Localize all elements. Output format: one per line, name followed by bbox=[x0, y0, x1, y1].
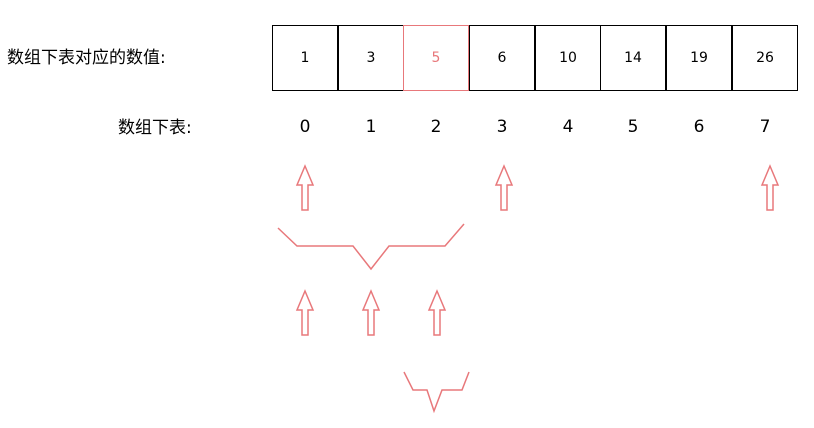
brace-icon bbox=[403, 371, 470, 414]
up-arrow-icon bbox=[428, 290, 446, 336]
brace-icon bbox=[277, 223, 465, 271]
up-arrow-icon bbox=[495, 165, 513, 211]
array-cell-0: 1 bbox=[272, 25, 338, 91]
array-index-5: 5 bbox=[627, 117, 639, 137]
array-cell-7: 26 bbox=[732, 25, 798, 91]
up-arrow-icon bbox=[296, 290, 314, 336]
array-index-0: 0 bbox=[299, 117, 311, 137]
array-cell-2-highlighted: 5 bbox=[403, 25, 469, 91]
array-cell-5: 14 bbox=[600, 25, 666, 91]
array-index-4: 4 bbox=[562, 117, 574, 137]
up-arrow-icon bbox=[761, 165, 779, 211]
array-index-7: 7 bbox=[759, 117, 771, 137]
array-cell-3: 6 bbox=[469, 25, 535, 91]
up-arrow-icon bbox=[296, 165, 314, 211]
values-row-label: 数组下表对应的数值: bbox=[7, 48, 166, 68]
array-cell-4: 10 bbox=[535, 25, 601, 91]
array-index-6: 6 bbox=[693, 117, 705, 137]
indices-row-label: 数组下表: bbox=[118, 118, 192, 138]
up-arrow-icon bbox=[362, 290, 380, 336]
array-index-3: 3 bbox=[496, 117, 508, 137]
array-cell-6: 19 bbox=[666, 25, 732, 91]
array-index-2: 2 bbox=[430, 117, 442, 137]
array-cell-1: 3 bbox=[338, 25, 404, 91]
array-index-1: 1 bbox=[365, 117, 377, 137]
